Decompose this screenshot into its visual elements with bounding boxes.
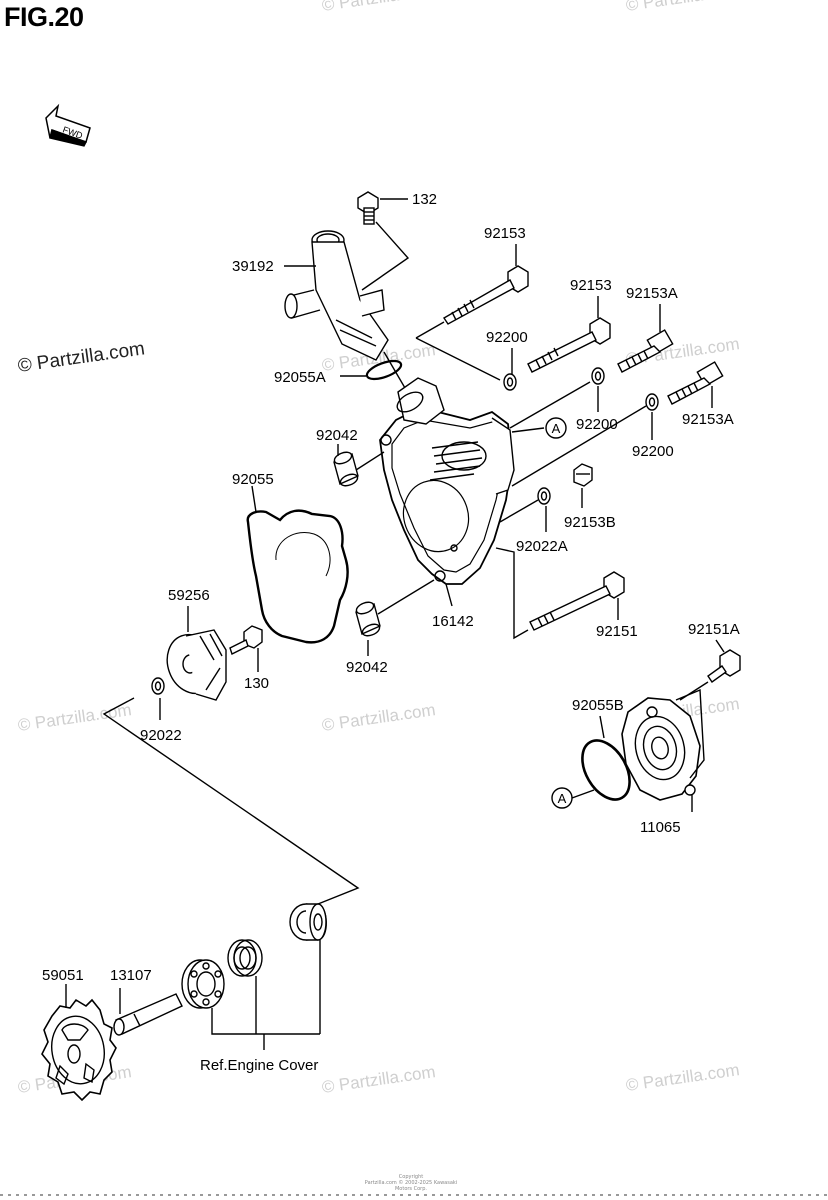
part-92042-dowel-lower[interactable] (355, 600, 381, 638)
leader-line (445, 583, 453, 607)
leader-line (499, 499, 539, 523)
callout-92200[interactable]: 92200 (486, 329, 528, 346)
part-92151a-bolt[interactable] (707, 649, 741, 683)
copyright-line: Partzilla.com © 2002-2025 Kawasaki Motor… (364, 1180, 458, 1192)
callout-16142[interactable]: 16142 (432, 613, 474, 630)
part-92055a-oring[interactable] (365, 357, 404, 382)
leader-line (715, 639, 725, 653)
part-92200-washer-2[interactable] (591, 367, 605, 385)
callout-ref-engine-cover[interactable]: Ref.Engine Cover (200, 1057, 318, 1074)
callout-92200[interactable]: 92200 (632, 443, 674, 460)
leader-line (675, 688, 705, 779)
leader-line (511, 427, 545, 433)
part-130-bolt[interactable] (229, 625, 263, 655)
part-13107-shaft[interactable] (113, 993, 183, 1036)
callout-13107[interactable]: 13107 (110, 967, 152, 984)
part-92200-washer-3[interactable] (645, 393, 659, 411)
leader-line (211, 1008, 320, 1035)
part-92153-bolt-long-mid[interactable] (527, 317, 611, 373)
leader-line (495, 547, 529, 640)
callout-92153a[interactable]: 92153A (682, 411, 734, 428)
part-needle-bearing[interactable] (227, 939, 263, 977)
copyright-line: Copyright (398, 1174, 424, 1180)
callout-92153[interactable]: 92153 (570, 277, 612, 294)
callout-92151a[interactable]: 92151A (688, 621, 740, 638)
part-16142-pump-cover[interactable] (379, 377, 515, 585)
copyright-note: Copyright Partzilla.com © 2002-2025 Kawa… (356, 1174, 466, 1192)
figure-title: FIG.20 (4, 2, 84, 32)
part-59256-impeller[interactable] (159, 628, 227, 701)
marker-a-lower: A (551, 787, 573, 809)
leader-line (355, 451, 385, 471)
callout-92022[interactable]: 92022 (140, 727, 182, 744)
part-92022-washer[interactable] (151, 677, 165, 695)
part-92153a-bolt-2[interactable] (667, 361, 724, 405)
part-ball-bearing[interactable] (181, 959, 225, 1009)
svg-text:A: A (558, 791, 567, 806)
part-92042-dowel-upper[interactable] (333, 450, 359, 488)
callout-92153[interactable]: 92153 (484, 225, 526, 242)
part-92022a-washer[interactable] (537, 487, 551, 505)
leader-line (415, 321, 445, 339)
callout-130[interactable]: 130 (244, 675, 269, 692)
callout-92022a[interactable]: 92022A (516, 538, 568, 555)
callout-92153a[interactable]: 92153A (626, 285, 678, 302)
callout-92042[interactable]: 92042 (346, 659, 388, 676)
part-92153a-bolt-1[interactable] (617, 329, 674, 373)
part-oil-seal[interactable] (289, 903, 327, 941)
part-92153-bolt-long-top[interactable] (443, 265, 529, 325)
callout-92200[interactable]: 92200 (576, 416, 618, 433)
callout-92055b[interactable]: 92055B (572, 697, 624, 714)
callout-11065[interactable]: 11065 (640, 819, 681, 836)
leader-line (415, 337, 501, 381)
part-92153b-bolt[interactable] (573, 463, 593, 487)
leader-line (377, 579, 435, 615)
callout-92055[interactable]: 92055 (232, 471, 274, 488)
part-92200-washer-1[interactable] (503, 373, 517, 391)
callout-92055a[interactable]: 92055A (274, 369, 326, 386)
leader-line (361, 221, 410, 291)
fwd-arrow-icon: FWD (45, 103, 91, 147)
callout-132[interactable]: 132 (412, 191, 437, 208)
part-132-bolt[interactable] (357, 191, 379, 225)
part-59051-gear[interactable] (41, 998, 117, 1102)
svg-text:A: A (552, 421, 561, 436)
leader-line (599, 715, 605, 739)
callout-59256[interactable]: 59256 (168, 587, 210, 604)
part-92055b-oring[interactable] (573, 732, 640, 807)
callout-92151[interactable]: 92151 (596, 623, 638, 640)
callout-92153b[interactable]: 92153B (564, 514, 616, 531)
callout-92042[interactable]: 92042 (316, 427, 358, 444)
part-39192-pipe[interactable] (284, 230, 389, 361)
leader-line (571, 789, 595, 799)
marker-a-upper: A (545, 417, 567, 439)
callout-39192[interactable]: 39192 (232, 258, 274, 275)
leader-line (251, 485, 257, 513)
callout-59051[interactable]: 59051 (42, 967, 84, 984)
part-11065-cap[interactable] (621, 697, 701, 801)
leader-line (511, 405, 647, 487)
part-92151-bolt[interactable] (529, 571, 625, 631)
bottom-divider (0, 1194, 828, 1196)
leader-line (509, 381, 591, 429)
part-92055-gasket[interactable] (246, 509, 349, 644)
leader-line (102, 697, 360, 905)
